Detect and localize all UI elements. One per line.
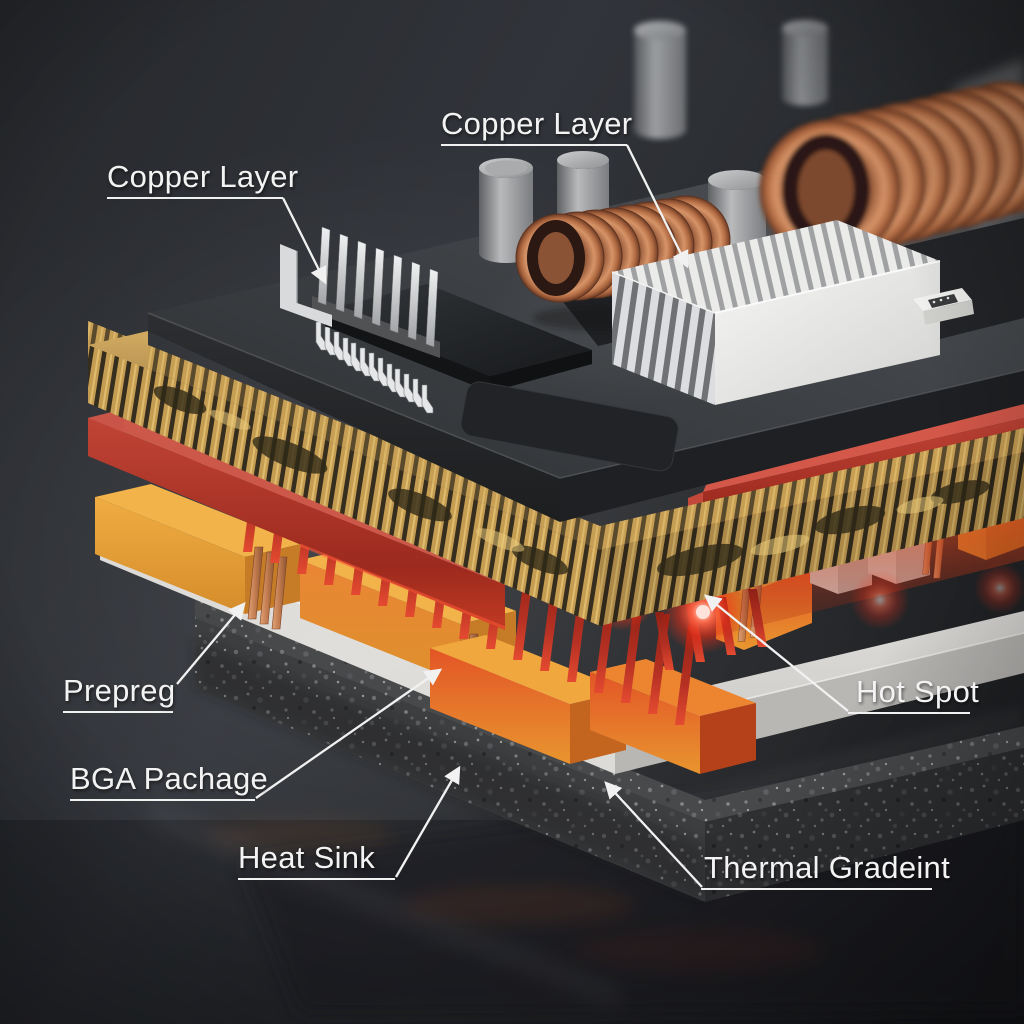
label-prepreg: Prepreg — [63, 674, 175, 713]
label-copper-layer-left: Copper Layer — [107, 160, 298, 199]
copper-layer-left-leader — [281, 197, 327, 285]
bga-package-leader — [255, 668, 443, 799]
label-bga-package: BGA Pachage — [70, 762, 268, 801]
hot-spot-leader — [703, 594, 849, 712]
callout-leader-lines — [176, 144, 849, 888]
prepreg-leader — [176, 602, 246, 685]
label-hot-spot: Hot Spot — [848, 675, 979, 714]
label-heat-sink: Heat Sink — [238, 841, 395, 880]
label-thermal-gradient: Thermal Gradeint — [701, 851, 950, 890]
thermal-gradient-leader — [604, 781, 703, 888]
copper-layer-top-leader — [625, 144, 689, 269]
heat-sink-leader — [395, 765, 461, 878]
label-copper-layer-top: Copper Layer — [441, 107, 632, 146]
